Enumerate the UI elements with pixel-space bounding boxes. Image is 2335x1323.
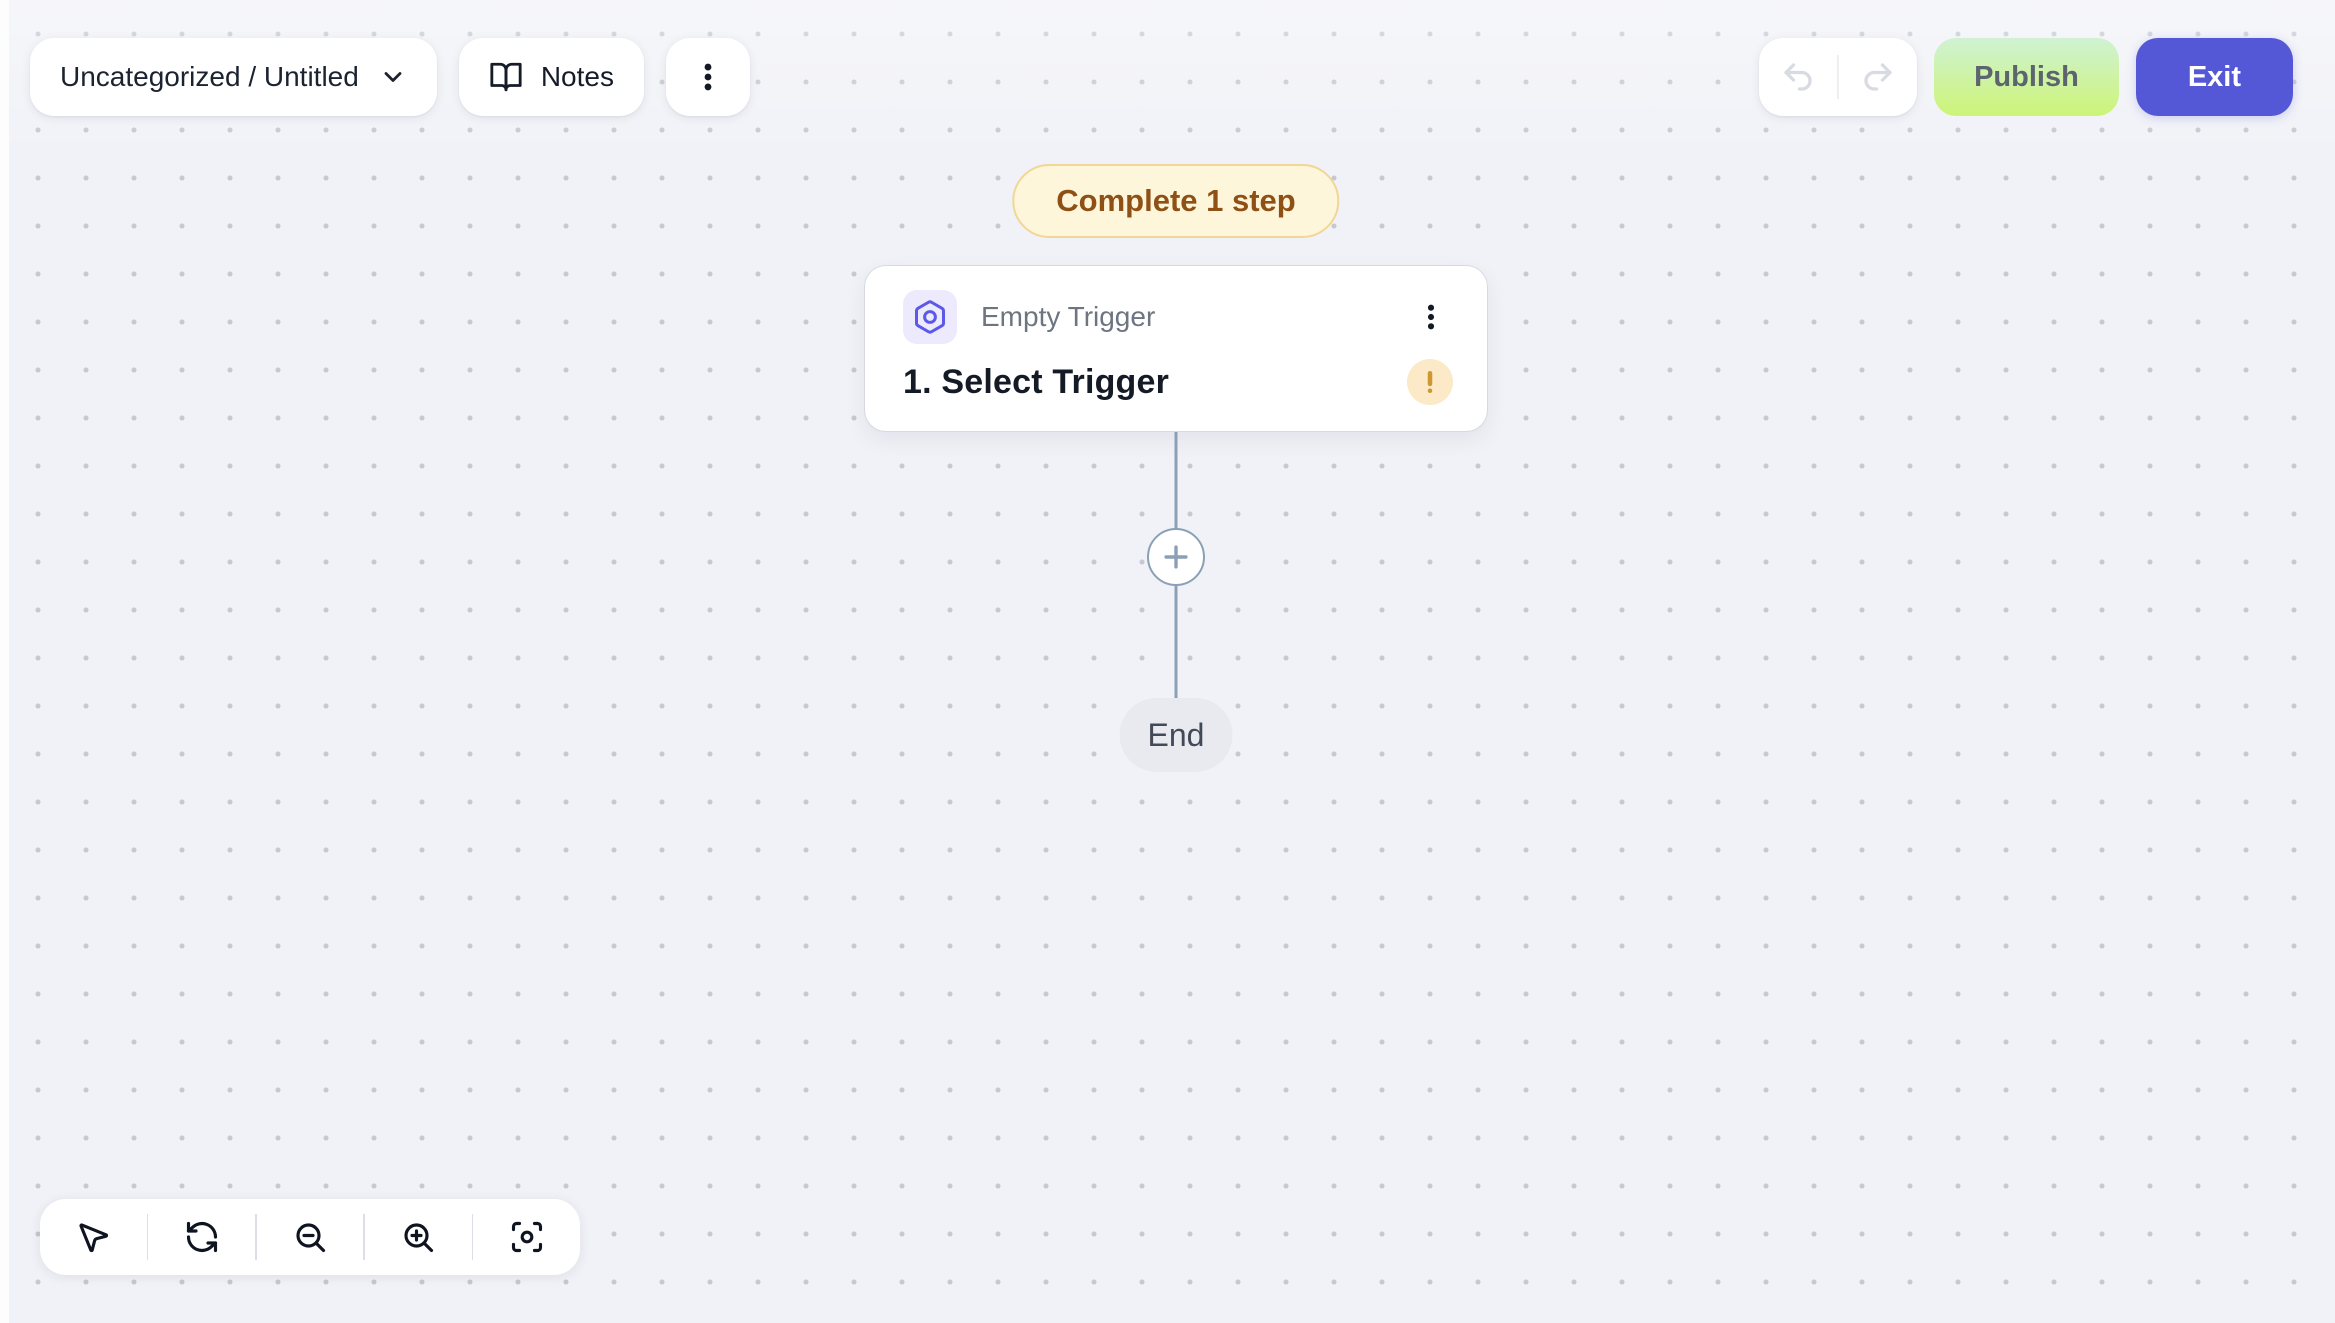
warning-exclamation-icon (1415, 367, 1445, 397)
connector-line-top (1174, 432, 1178, 530)
plus-icon (1159, 540, 1193, 574)
flow-name-label: Uncategorized / Untitled (60, 61, 359, 92)
notes-button[interactable]: Notes (458, 38, 644, 116)
redo-icon (1860, 59, 1896, 95)
history-button-group (1759, 38, 1918, 116)
toolbar-divider (146, 1214, 149, 1260)
publish-button[interactable]: Publish (1934, 38, 2119, 116)
zoom-in-icon (400, 1219, 436, 1255)
notes-label: Notes (540, 61, 614, 92)
header-left-controls: Uncategorized / Untitled Notes (30, 38, 750, 116)
zoom-out-icon (292, 1219, 328, 1255)
flow-actions-menu-button[interactable] (665, 38, 750, 116)
undo-button[interactable] (1759, 38, 1837, 116)
exit-button[interactable]: Exit (2135, 38, 2293, 116)
undo-icon (1780, 59, 1816, 95)
connector-line-bottom (1174, 584, 1178, 700)
trigger-step-menu-button[interactable] (1409, 290, 1453, 344)
canvas-toolbar (40, 1199, 580, 1275)
add-step-button[interactable] (1147, 528, 1205, 586)
trigger-icon-box (903, 290, 957, 344)
select-mode-button[interactable] (40, 1199, 147, 1275)
hexagon-ring-icon (912, 299, 948, 335)
zoom-out-button[interactable] (257, 1199, 364, 1275)
reset-zoom-button[interactable] (148, 1199, 255, 1275)
toolbar-divider (471, 1214, 474, 1260)
history-divider (1837, 55, 1839, 99)
mouse-pointer-icon (75, 1219, 111, 1255)
chevron-down-icon (379, 63, 407, 91)
trigger-step-card[interactable]: Empty Trigger 1. Select Trigger (864, 265, 1488, 432)
header-right-controls: Publish Exit (1759, 38, 2293, 116)
fit-view-button[interactable] (473, 1199, 580, 1275)
trigger-card-bottom-row: 1. Select Trigger (903, 359, 1453, 405)
trigger-warning-badge (1407, 359, 1453, 405)
toolbar-divider (255, 1214, 257, 1260)
redo-button[interactable] (1839, 38, 1917, 116)
left-edge-strip (0, 0, 9, 1323)
incomplete-steps-badge[interactable]: Complete 1 step (1012, 164, 1340, 238)
kebab-menu-icon (691, 60, 725, 94)
book-open-icon (489, 60, 523, 94)
trigger-type-label: Empty Trigger (981, 301, 1156, 332)
focus-center-icon (509, 1219, 545, 1255)
end-node: End (1119, 698, 1233, 772)
flow-name-dropdown[interactable]: Uncategorized / Untitled (30, 38, 437, 116)
trigger-card-top-row: Empty Trigger (903, 290, 1453, 344)
toolbar-divider (363, 1214, 365, 1260)
kebab-menu-icon (1415, 301, 1447, 333)
zoom-in-button[interactable] (365, 1199, 472, 1275)
trigger-step-title: 1. Select Trigger (903, 362, 1170, 401)
refresh-icon (184, 1219, 220, 1255)
